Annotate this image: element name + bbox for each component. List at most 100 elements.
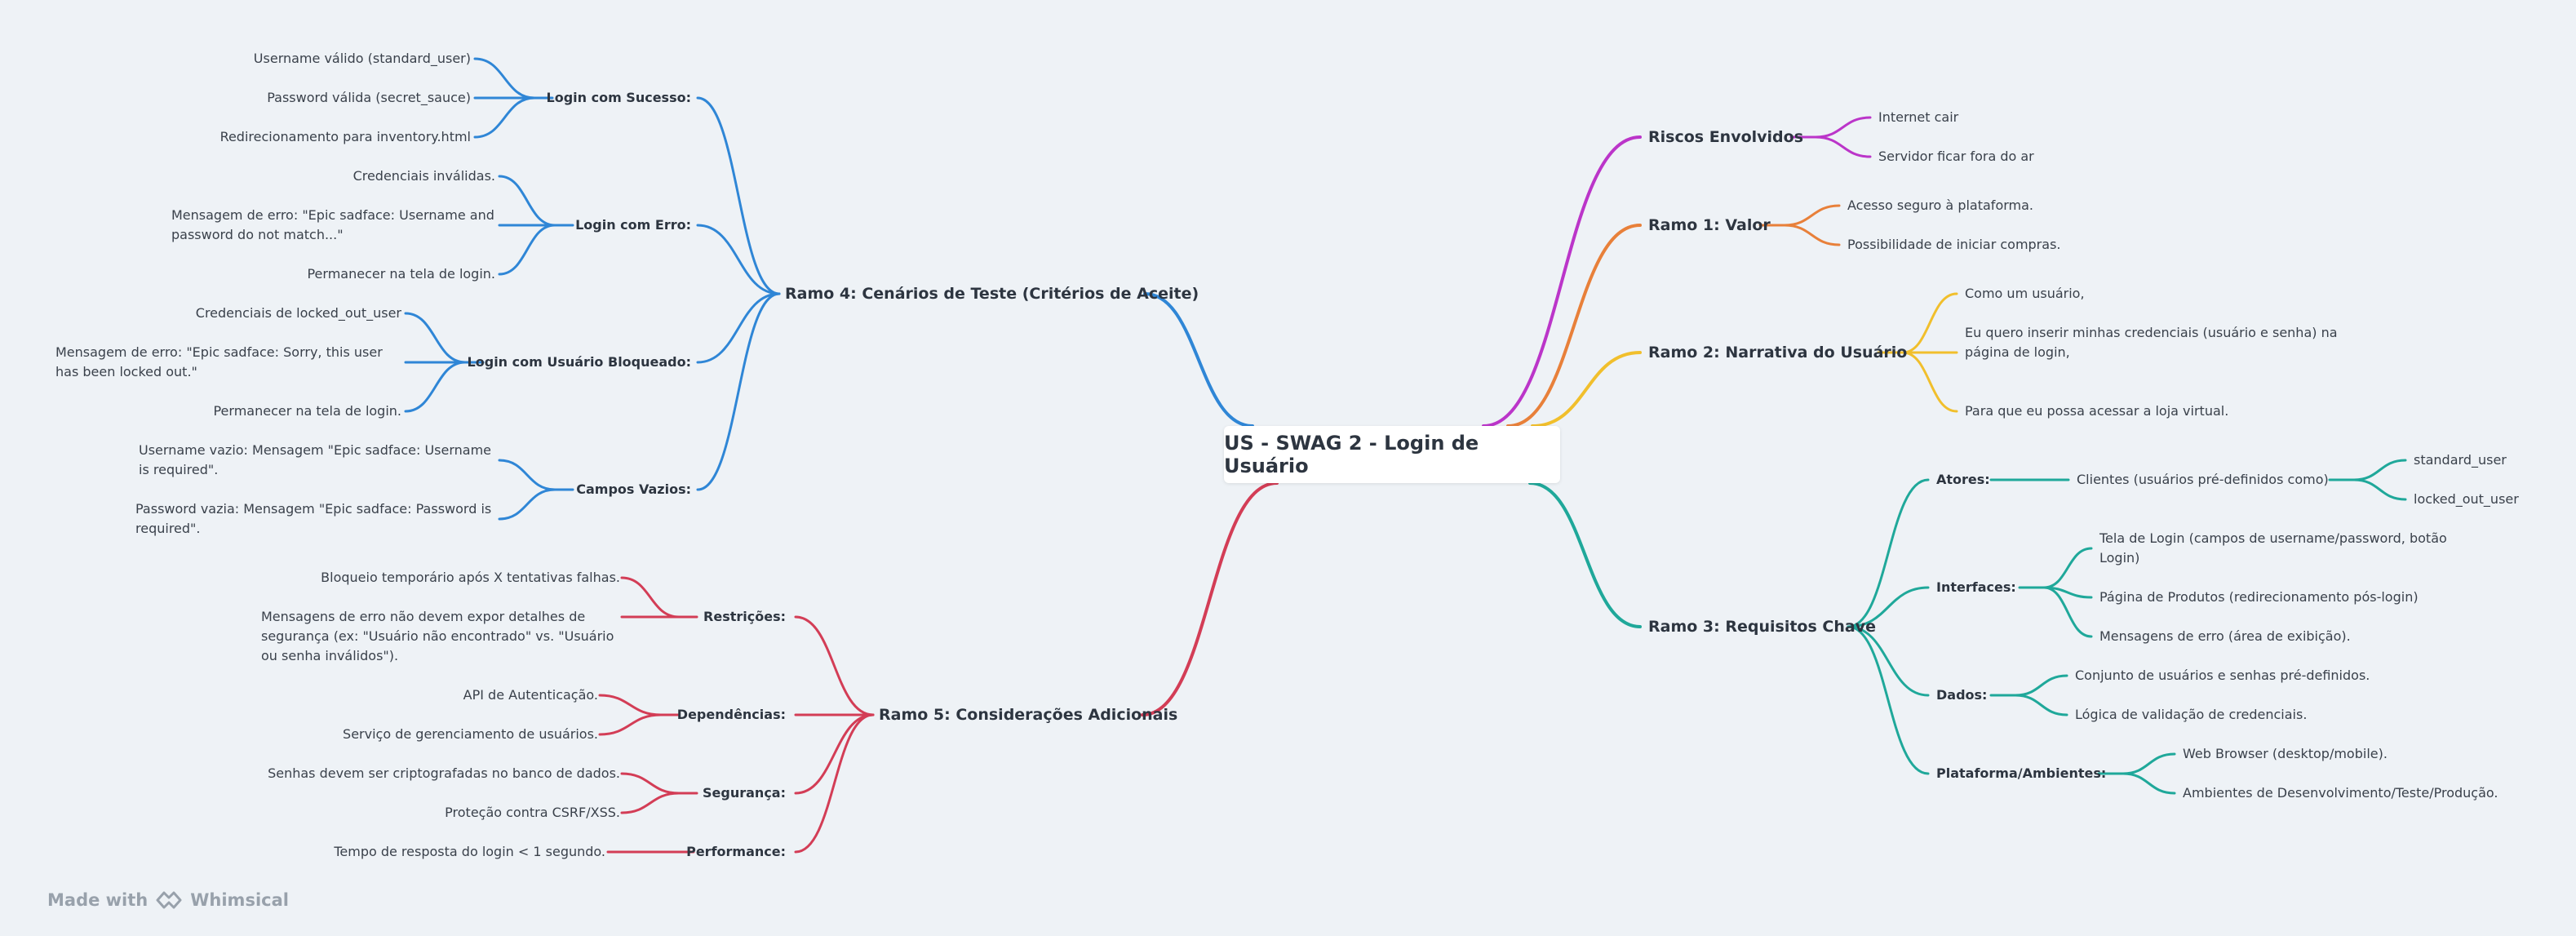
leaf-restricoes-2[interactable]: Mensagens de erro não devem expor detalh…: [261, 609, 614, 663]
edge-restricoes-leaf-0: [620, 576, 681, 619]
group-dados[interactable]: Dados:: [1936, 687, 1988, 703]
root-node[interactable]: US - SWAG 2 - Login de Usuário: [1224, 426, 1560, 483]
edge-root-ramo4: [1143, 292, 1254, 428]
leaf-login-erro-2[interactable]: Mensagem de erro: "Epic sadface: Usernam…: [171, 207, 494, 242]
leaf-ramo2-1[interactable]: Como um usuário,: [1965, 286, 2085, 301]
leaf-plataforma-1[interactable]: Web Browser (desktop/mobile).: [2183, 746, 2388, 761]
group-atores[interactable]: Atores:: [1936, 472, 1990, 487]
edge-ramo3-group-3: [1847, 625, 1930, 775]
group-campos-vazios[interactable]: Campos Vazios:: [576, 481, 691, 497]
leaf-ramo1-1[interactable]: Acesso seguro à plataforma.: [1847, 197, 2033, 213]
edge-ramo1-leaf-0: [1783, 204, 1841, 227]
edge-interfaces-leaf-2: [2042, 586, 2093, 638]
branch-ramo4[interactable]: Ramo 4: Cenários de Teste (Critérios de …: [785, 285, 1199, 303]
edge-riscos-leaf-1: [1814, 135, 1872, 158]
made-with-whimsical[interactable]: Made with Whimsical: [47, 888, 289, 912]
root-label: US - SWAG 2 - Login de Usuário: [1224, 432, 1479, 477]
whimsical-logo-icon: [156, 891, 182, 909]
branch-ramo1[interactable]: Ramo 1: Valor: [1648, 216, 1771, 234]
leaf-login-bloqueado-2[interactable]: Mensagem de erro: "Epic sadface: Sorry, …: [55, 344, 383, 379]
edge-ramo2-leaf-0: [1901, 292, 1958, 354]
edge-login-erro-leaf-2: [498, 224, 556, 276]
leaf-interfaces-1[interactable]: Tela de Login (campos de username/passwo…: [2099, 530, 2447, 566]
edge-login-erro-leaf-0: [498, 175, 556, 227]
edge-login-sucesso-leaf-0: [473, 57, 536, 100]
leaf-dependencias-2[interactable]: Serviço de gerenciamento de usuários.: [343, 726, 598, 742]
edge-interfaces-leaf-0: [2042, 547, 2093, 589]
leaf-ramo2-3[interactable]: Para que eu possa acessar a loja virtual…: [1965, 403, 2229, 419]
leaf-atores-clientes[interactable]: Clientes (usuários pré-definidos como): [2077, 472, 2329, 487]
leaf-campos-vazios-1[interactable]: Username vazio: Mensagem "Epic sadface: …: [139, 442, 491, 477]
leaf-atores-standard-user[interactable]: standard_user: [2414, 452, 2507, 468]
edge-seguranca-leaf-1: [620, 792, 681, 814]
edge-ramo3-group-2: [1847, 625, 1930, 697]
leaf-interfaces-3[interactable]: Mensagens de erro (área de exibição).: [2099, 628, 2351, 644]
group-dependencias[interactable]: Dependências:: [676, 707, 786, 722]
edge-root-ramo1: [1506, 224, 1642, 428]
edge-dependencias-leaf-0: [598, 694, 663, 716]
edge-dados-leaf-0: [2014, 674, 2068, 697]
whimsical-label: Whimsical: [190, 890, 289, 910]
leaf-ramo2-2[interactable]: Eu quero inserir minhas credenciais (usu…: [1965, 325, 2338, 360]
branch-riscos[interactable]: Riscos Envolvidos: [1648, 128, 1804, 146]
edge-ramo1-leaf-1: [1783, 224, 1841, 246]
edge-plataforma-leaf-0: [2122, 752, 2176, 775]
edge-root-ramo5: [1141, 481, 1279, 716]
leaf-login-sucesso-3[interactable]: Redirecionamento para inventory.html: [219, 129, 471, 144]
edge-login-sucesso-leaf-2: [473, 96, 536, 139]
edge-dependencias-leaf-1: [598, 713, 663, 736]
leaf-riscos-1[interactable]: Internet cair: [1878, 109, 1959, 125]
branch-ramo2[interactable]: Ramo 2: Narrativa do Usuário: [1648, 344, 1908, 362]
edge-ramo4-group-2: [696, 292, 781, 364]
edge-ramo4-group-3: [696, 292, 781, 491]
group-restricoes[interactable]: Restrições:: [703, 609, 786, 624]
leaf-login-bloqueado-3[interactable]: Permanecer na tela de login.: [213, 403, 401, 419]
leaf-restricoes-1[interactable]: Bloqueio temporário após X tentativas fa…: [321, 570, 620, 585]
leaf-seguranca-1[interactable]: Senhas devem ser criptografadas no banco…: [268, 765, 620, 781]
group-interfaces[interactable]: Interfaces:: [1936, 579, 2016, 595]
leaf-ramo1-2[interactable]: Possibilidade de iniciar compras.: [1847, 237, 2061, 252]
leaf-plataforma-2[interactable]: Ambientes de Desenvolvimento/Teste/Produ…: [2183, 785, 2498, 801]
group-login-erro[interactable]: Login com Erro:: [575, 217, 691, 233]
edge-ramo5-group-3: [794, 713, 875, 854]
edge-root-ramo2: [1531, 351, 1642, 428]
edge-ramo2-leaf-2: [1901, 351, 1958, 413]
edge-ramo4-group-0: [696, 96, 781, 295]
leaf-atores-locked-out-user[interactable]: locked_out_user: [2414, 491, 2519, 507]
leaf-interfaces-2[interactable]: Página de Produtos (redirecionamento pós…: [2099, 589, 2419, 605]
leaf-dados-2[interactable]: Lógica de validação de credenciais.: [2075, 707, 2308, 722]
edge-dados-leaf-1: [2014, 694, 2068, 716]
edge-login-bloqueado-leaf-2: [404, 361, 467, 413]
edge-ramo3-group-0: [1847, 478, 1930, 628]
edge-ramo4-group-1: [696, 224, 781, 295]
edge-campos-vazios-leaf-0: [498, 459, 556, 491]
leaf-login-erro-1[interactable]: Credenciais inválidas.: [352, 168, 495, 184]
leaf-login-bloqueado-1[interactable]: Credenciais de locked_out_user: [195, 305, 401, 321]
leaf-campos-vazios-2[interactable]: Password vazia: Mensagem "Epic sadface: …: [135, 501, 492, 536]
edge-root-ramo3: [1528, 481, 1642, 628]
edge-login-bloqueado-leaf-0: [404, 312, 467, 364]
edge-atores-users-leaf-0: [2352, 459, 2407, 481]
leaf-dados-1[interactable]: Conjunto de usuários e senhas pré-defini…: [2075, 668, 2370, 683]
edge-seguranca-leaf-0: [620, 772, 681, 795]
group-plataforma[interactable]: Plataforma/Ambientes:: [1936, 765, 2107, 781]
leaf-login-sucesso-2[interactable]: Password válida (secret_sauce): [267, 90, 471, 105]
leaf-performance-1[interactable]: Tempo de resposta do login < 1 segundo.: [334, 844, 605, 859]
edge-campos-vazios-leaf-1: [498, 488, 556, 521]
leaf-dependencias-1[interactable]: API de Autenticação.: [463, 687, 598, 703]
group-seguranca[interactable]: Segurança:: [703, 785, 786, 801]
edge-plataforma-leaf-1: [2122, 772, 2176, 795]
leaf-riscos-2[interactable]: Servidor ficar fora do ar: [1878, 149, 2034, 164]
group-login-sucesso[interactable]: Login com Sucesso:: [546, 90, 692, 105]
edge-root-riscos: [1482, 135, 1642, 428]
leaf-seguranca-2[interactable]: Proteção contra CSRF/XSS.: [445, 805, 620, 820]
group-login-bloqueado[interactable]: Login com Usuário Bloqueado:: [467, 354, 691, 370]
leaf-login-erro-3[interactable]: Permanecer na tela de login.: [307, 266, 495, 282]
edge-riscos-leaf-0: [1814, 116, 1872, 139]
leaf-login-sucesso-1[interactable]: Username válido (standard_user): [253, 51, 471, 66]
group-performance[interactable]: Performance:: [686, 844, 786, 859]
branch-ramo3[interactable]: Ramo 3: Requisitos Chave: [1648, 618, 1876, 636]
edge-ramo5-group-0: [794, 615, 875, 716]
branch-ramo5[interactable]: Ramo 5: Considerações Adicionais: [879, 706, 1178, 724]
